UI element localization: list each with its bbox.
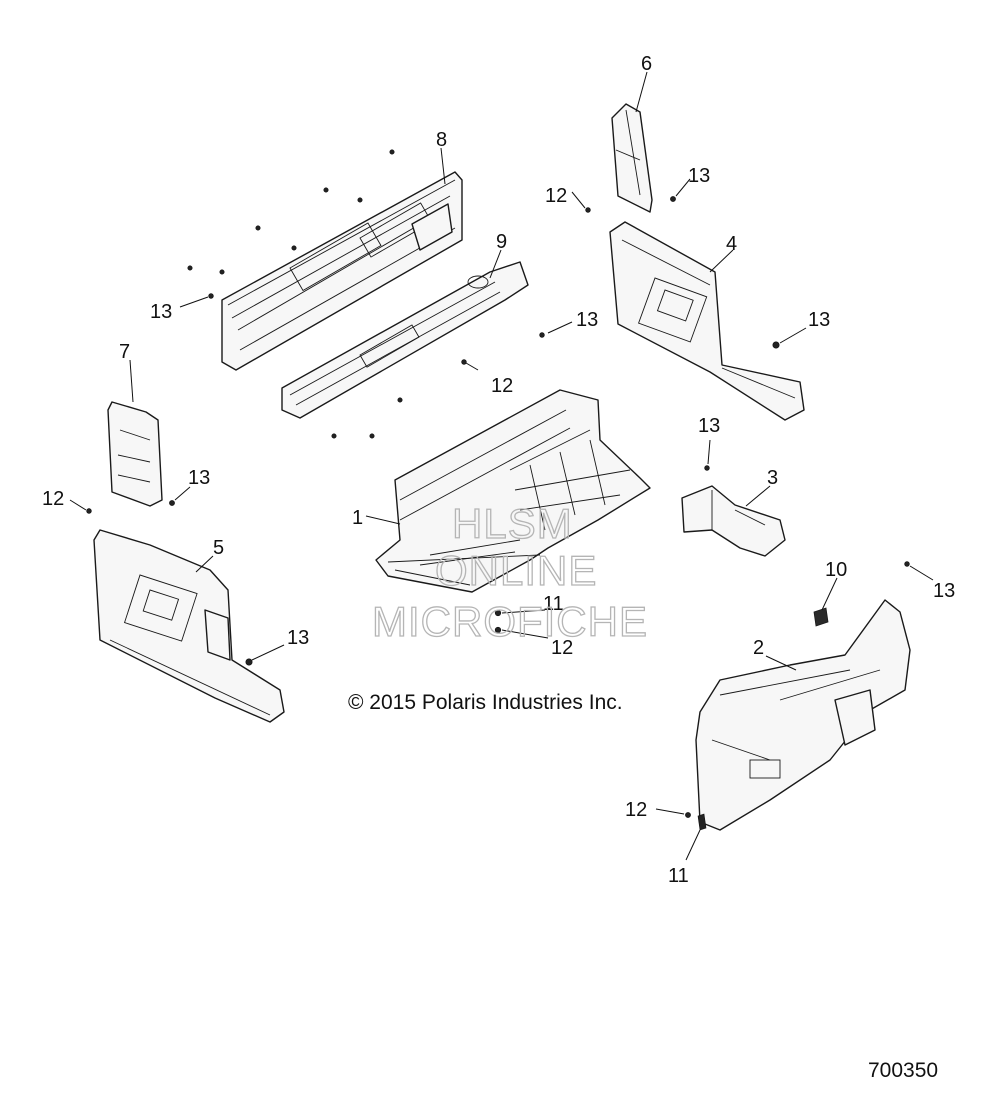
callout-13-top-right: 13 xyxy=(688,165,710,187)
callout-13-lower-left: 13 xyxy=(287,627,309,649)
callout-13-panel: 13 xyxy=(150,301,172,323)
callout-11-upper: 11 xyxy=(543,593,564,615)
callout-13-left: 13 xyxy=(188,467,210,489)
callout-3: 3 xyxy=(767,467,778,489)
watermark: HLSM ONLINE MICROFICHE xyxy=(371,499,648,645)
callout-1: 1 xyxy=(352,507,363,529)
callout-7: 7 xyxy=(119,341,130,363)
callout-13-bracket: 13 xyxy=(698,415,720,437)
fasteners xyxy=(86,149,910,831)
leader-lines xyxy=(69,71,934,861)
callout-2: 2 xyxy=(753,637,764,659)
part-2-rear-fender xyxy=(695,599,911,831)
callout-12-left: 12 xyxy=(42,488,64,510)
part-4-right-side-panel xyxy=(609,221,805,421)
copyright-notice: © 2015 Polaris Industries Inc. xyxy=(348,691,623,714)
callout-12-middle: 12 xyxy=(491,375,513,397)
part-1-cargo-box xyxy=(375,389,651,593)
diagram-reference-number: 700350 xyxy=(868,1059,938,1082)
callout-6: 6 xyxy=(641,53,652,75)
watermark-line-1: HLSM xyxy=(452,500,573,547)
watermark-line-2: ONLINE xyxy=(435,547,597,594)
callout-12-top: 12 xyxy=(545,185,567,207)
callout-5: 5 xyxy=(213,537,224,559)
callout-8: 8 xyxy=(436,129,447,151)
part-5-left-side-panel xyxy=(93,529,285,723)
callout-11-lower: 11 xyxy=(668,865,689,887)
callout-12-center: 12 xyxy=(551,637,573,659)
callout-10: 10 xyxy=(825,559,847,581)
callout-4: 4 xyxy=(726,233,737,255)
part-6-vertical-panel xyxy=(611,103,653,213)
callout-13-side: 13 xyxy=(808,309,830,331)
callout-13-far-right: 13 xyxy=(933,580,955,602)
watermark-line-3: MICROFICHE xyxy=(372,598,648,645)
callout-labels: 1 2 3 4 5 6 7 8 9 10 11 11 12 12 12 12 1… xyxy=(42,53,955,887)
part-8-rear-panel xyxy=(221,171,463,371)
part-9-cross-member xyxy=(281,261,529,419)
part-7-vertical-panel xyxy=(107,401,163,507)
callout-12-bottom: 12 xyxy=(625,799,647,821)
part-3-bracket xyxy=(681,485,786,557)
callout-9: 9 xyxy=(496,231,507,253)
part-10-clip xyxy=(813,607,829,627)
callout-13-cross: 13 xyxy=(576,309,598,331)
